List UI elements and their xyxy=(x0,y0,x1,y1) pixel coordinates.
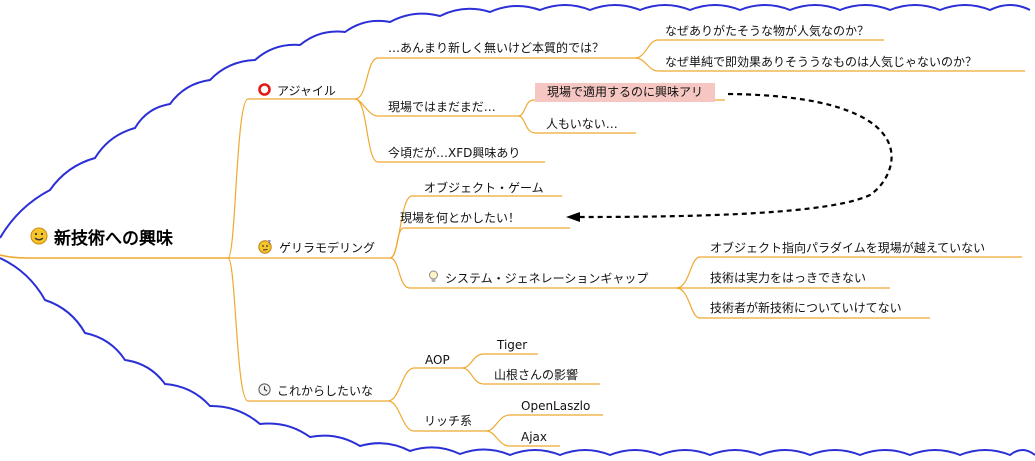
connector-line xyxy=(461,367,600,385)
connector-line xyxy=(675,287,930,319)
connector-line xyxy=(354,57,635,100)
connector-line xyxy=(634,57,1025,72)
connector-line xyxy=(461,353,538,369)
lightbulb-icon xyxy=(428,270,439,288)
topic-engineers[interactable]: 技術者が新技術についていけてない xyxy=(710,301,902,315)
branch-future-label: これからしたいな xyxy=(277,384,374,398)
topic-system-generation-gap-label: システム・ジェネレーションギャップ xyxy=(445,271,649,286)
topic-rich[interactable]: リッチ系 xyxy=(424,414,473,428)
topic-xfd-interest[interactable]: 今頃だが…XFD興味あり xyxy=(388,146,521,160)
branch-connectors xyxy=(0,39,1025,447)
topic-why-not-popular[interactable]: なぜ単純で即効果ありそううなものは人気じゃないのか？ xyxy=(665,55,978,69)
connector-line xyxy=(675,256,1022,289)
branch-future[interactable]: これからしたいな xyxy=(258,383,373,400)
topic-ajax[interactable]: Ajax xyxy=(521,430,547,444)
branch-guerrilla-label: ゲリラモデリング xyxy=(279,241,376,255)
topic-still-on-site[interactable]: 現場ではまだまだ… xyxy=(388,100,496,114)
connector-line xyxy=(227,98,355,259)
topic-object-game[interactable]: オブジェクト・ゲーム xyxy=(424,181,544,195)
connector-line xyxy=(354,98,545,163)
topic-no-people[interactable]: 人もいない… xyxy=(546,117,618,131)
connector-line xyxy=(227,257,388,402)
svg-text:?: ? xyxy=(268,239,271,247)
connector-line xyxy=(634,39,884,59)
root-node[interactable]: 新技術への興味 xyxy=(30,227,173,251)
topic-aop[interactable]: AOP xyxy=(425,353,450,367)
thinking-face-icon: ? xyxy=(258,239,273,258)
topic-fix-site[interactable]: 現場を何とかしたい！ xyxy=(400,211,521,225)
cross-link-arrow xyxy=(579,92,893,219)
topic-paradigm[interactable]: オブジェクト指向パラダイムを現場が越えていない xyxy=(710,241,986,255)
connector-line xyxy=(389,257,676,289)
topic-openlaszlo[interactable]: OpenLaszlo xyxy=(521,399,591,413)
branch-guerrilla[interactable]: ? ゲリラモデリング xyxy=(258,239,375,258)
topic-why-popular[interactable]: なぜありがたそうな物が人気なのか？ xyxy=(665,24,870,38)
connector-line xyxy=(0,254,228,259)
branch-agile[interactable]: アジャイル xyxy=(258,83,336,100)
topic-not-new[interactable]: …あんまり新しく無いけど本質的では？ xyxy=(388,41,605,55)
topic-skill[interactable]: 技術は実力をはっきできない xyxy=(710,271,867,285)
connector-line xyxy=(387,367,462,402)
connector-line xyxy=(485,430,560,447)
connector-line xyxy=(389,227,570,259)
cloud-boundary xyxy=(0,4,1035,457)
connector-line xyxy=(387,400,486,432)
branch-agile-label: アジャイル xyxy=(277,84,336,98)
red-ring-icon xyxy=(258,83,271,100)
smiley-icon xyxy=(30,227,48,251)
connector-line xyxy=(517,99,725,117)
topic-yamane[interactable]: 山根さんの影響 xyxy=(494,368,579,382)
connector-line xyxy=(389,195,562,259)
clock-icon xyxy=(258,383,271,400)
root-node-label: 新技術への興味 xyxy=(54,229,173,249)
connector-line xyxy=(517,115,636,134)
topic-interest-apply[interactable]: 現場で適用するのに興味アリ xyxy=(535,83,716,102)
cross-link-arrowhead xyxy=(566,212,580,222)
topic-tiger[interactable]: Tiger xyxy=(497,338,528,352)
connector-line xyxy=(485,414,603,432)
topic-system-generation-gap[interactable]: システム・ジェネレーションギャップ xyxy=(428,270,648,288)
